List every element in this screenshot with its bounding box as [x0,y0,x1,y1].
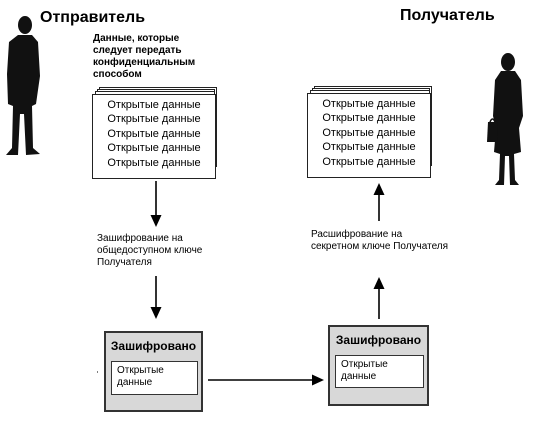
decrypt-step-line: Расшифрование на [311,229,403,240]
plaintext-row: Открытые данные [107,142,201,155]
plaintext-row: Открытые данные [322,126,416,139]
arrow-up-decrypt-2 [373,183,385,221]
sender-note-line: конфиденциальным [93,57,196,68]
man-silhouette-icon [6,16,40,155]
plaintext-row: Открытые данные [322,98,416,110]
encrypted-box-receiver: Зашифровано Открытые данные [328,325,429,406]
plaintext-row: Открытые данные [322,155,416,168]
plaintext-row: Открытые данные [107,156,201,169]
encrypted-box-title: Зашифровано [335,333,422,347]
plaintext-row: Открытые данные [322,141,416,154]
plaintext-row: Открытые данные [107,127,201,140]
woman-with-bag-silhouette-icon [487,53,523,185]
encrypt-step-line: общедоступном ключе [97,245,203,256]
arrow-right-transfer [208,374,324,386]
sender-note-line: следует передать [93,45,182,56]
plaintext-stack-sender: Открытые данные Открытые данные Открытые… [92,87,224,180]
encrypted-box-content: Открытые данные [335,355,424,388]
plaintext-stack-receiver: Открытые данные Открытые данные Открытые… [307,86,439,179]
stack-sheet-front: Открытые данные Открытые данные Открытые… [92,94,216,179]
encrypted-box-sender: Зашифровано Открытые данные [104,331,203,412]
encrypt-step-line: Получателя [97,257,152,268]
encrypted-content-line: Открытые [117,365,164,376]
encrypt-step-line: Зашифрование на [97,233,183,244]
plaintext-row: Открытые данные [107,99,201,111]
encrypt-step-label: Зашифрование на общедоступном ключе Полу… [97,233,237,269]
arrow-up-decrypt-1 [373,277,385,319]
encrypted-content-line: данные [341,371,377,382]
sender-note-line: Данные, которые [93,33,180,44]
arrow-down-encrypt-2 [150,276,162,319]
encrypted-box-content: Открытые данные [111,361,198,395]
decrypt-step-label: Расшифрование на секретном ключе Получат… [311,229,471,253]
stack-sheet-front: Открытые данные Открытые данные Открытые… [307,93,431,178]
sender-label: Отправитель [40,9,146,26]
plaintext-row: Открытые данные [107,113,201,126]
sender-note: Данные, которые следует передать конфиде… [93,33,223,81]
encrypted-content-line: Открытые [341,359,388,370]
arrow-down-encrypt-1 [150,181,162,227]
decrypt-step-line: секретном ключе Получателя [311,241,449,252]
encrypted-content-line: данные [117,377,153,388]
receiver-label: Получатель [400,7,495,24]
encrypted-box-title: Зашифровано [110,339,197,353]
sender-note-line: способом [93,69,142,80]
plaintext-row: Открытые данные [322,112,416,125]
